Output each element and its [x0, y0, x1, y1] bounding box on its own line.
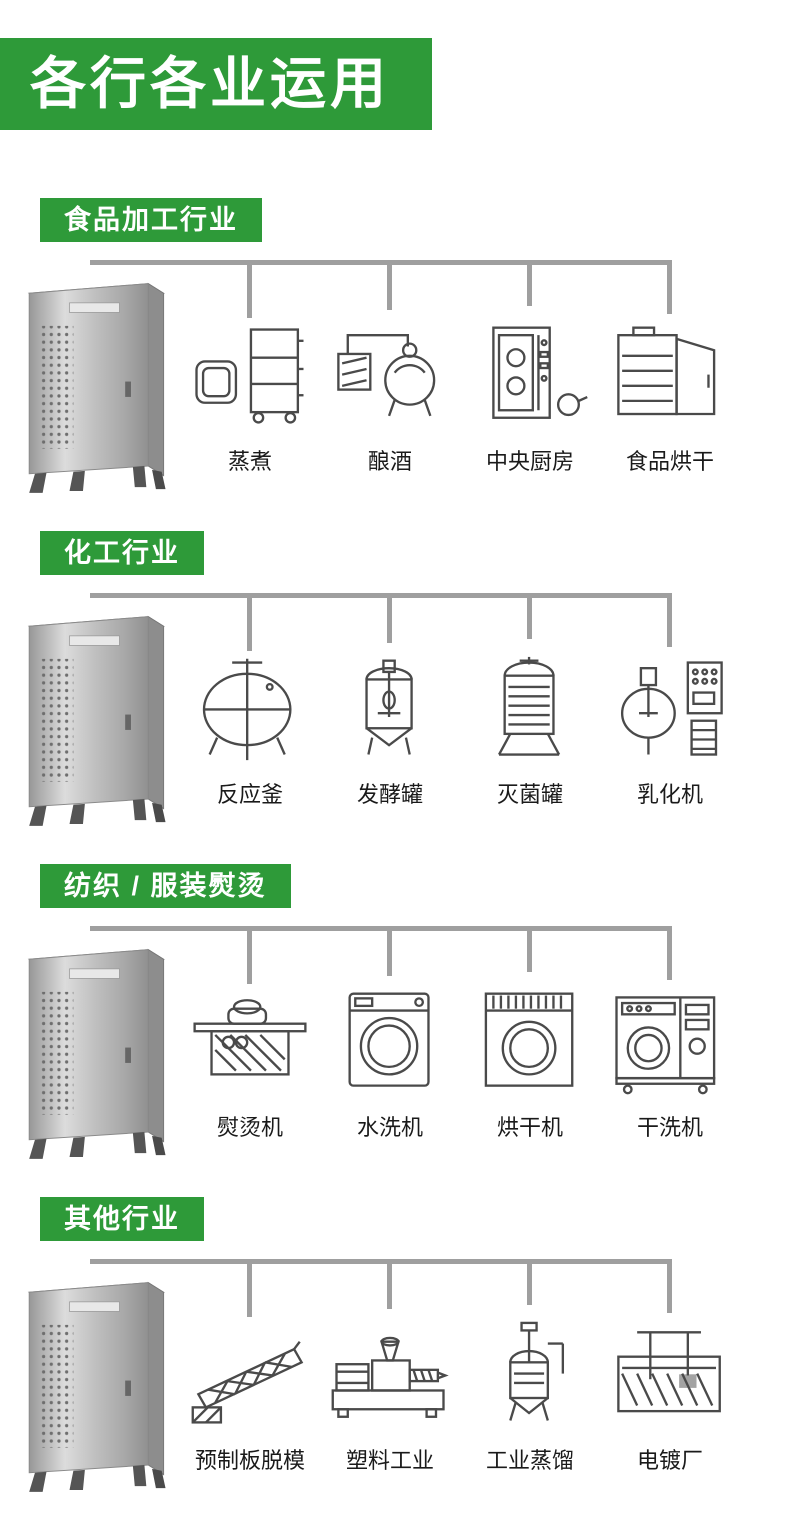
equipment-row: 熨烫机 水洗机 烘干机 干洗机	[180, 970, 740, 1142]
section-chemical: 化工行业 反应釜 发酵罐 灭菌罐 乳化机	[0, 531, 790, 834]
page-banner: 各行各业运用	[0, 38, 432, 130]
section-title-food-processing: 食品加工行业	[40, 198, 262, 242]
section-title-chemical: 化工行业	[40, 531, 204, 575]
equipment-item: 中央厨房	[460, 304, 600, 476]
section-title-text: 纺织 / 服装熨烫	[64, 871, 267, 901]
connector-drop-line	[247, 260, 252, 318]
equipment-label: 工业蒸馏	[485, 1448, 574, 1473]
section-content: 反应釜 发酵罐 灭菌罐 乳化机	[0, 589, 790, 834]
section-title-text: 其他行业	[64, 1204, 180, 1234]
connector-drop-line	[667, 260, 672, 314]
section-content: 蒸煮 酿酒 中央厨房 食品烘干	[0, 256, 790, 501]
section-other-industries: 其他行业 预制板脱模 塑料工业 工业蒸馏 电镀厂	[0, 1197, 790, 1500]
connector-horizontal-line	[90, 1259, 672, 1264]
equipment-label: 水洗机	[356, 1115, 423, 1140]
equipment-item: 工业蒸馏	[460, 1303, 600, 1475]
equipment-item: 灭菌罐	[460, 637, 600, 809]
connector-drop-line	[667, 926, 672, 980]
equipment-item: 熨烫机	[180, 970, 320, 1142]
equipment-item: 电镀厂	[600, 1303, 740, 1475]
equipment-item: 乳化机	[600, 637, 740, 809]
connector-drop-line	[527, 593, 532, 639]
equipment-label: 食品烘干	[625, 449, 714, 474]
section-content: 熨烫机 水洗机 烘干机 干洗机	[0, 922, 790, 1167]
connector-drop-line	[527, 926, 532, 972]
equipment-label: 蒸煮	[227, 449, 272, 474]
fermentation-tank-icon	[329, 645, 451, 773]
steaming-icon	[189, 312, 311, 440]
page-title: 各行各业运用	[30, 52, 390, 115]
reactor-icon	[189, 645, 311, 773]
dry-cleaning-machine-icon	[609, 978, 731, 1106]
equipment-item: 食品烘干	[600, 304, 740, 476]
equipment-item: 干洗机	[600, 970, 740, 1142]
equipment-item: 水洗机	[320, 970, 460, 1142]
steam-generator-image	[10, 270, 178, 496]
brewing-icon	[329, 312, 451, 440]
equipment-row: 预制板脱模 塑料工业 工业蒸馏 电镀厂	[180, 1303, 740, 1475]
ironing-machine-icon	[189, 978, 311, 1106]
connector-drop-line	[387, 1259, 392, 1309]
equipment-label: 干洗机	[636, 1115, 703, 1140]
connector-drop-line	[527, 260, 532, 306]
precast-demolding-icon	[189, 1311, 311, 1439]
equipment-item: 酿酒	[320, 304, 460, 476]
equipment-label: 反应釜	[216, 782, 283, 807]
equipment-label: 乳化机	[636, 782, 703, 807]
connector-drop-line	[247, 926, 252, 984]
equipment-label: 灭菌罐	[496, 782, 563, 807]
connector-drop-line	[667, 593, 672, 647]
industrial-distillation-icon	[469, 1311, 591, 1439]
connector-drop-line	[387, 260, 392, 310]
steam-generator-image	[10, 1269, 178, 1495]
section-textile-ironing: 纺织 / 服装熨烫 熨烫机 水洗机 烘干机 干洗机	[0, 864, 790, 1167]
drying-machine-icon	[469, 978, 591, 1106]
section-title-other-industries: 其他行业	[40, 1197, 204, 1241]
equipment-item: 预制板脱模	[180, 1303, 320, 1475]
equipment-label: 预制板脱模	[194, 1448, 305, 1473]
connector-horizontal-line	[90, 593, 672, 598]
washing-machine-icon	[329, 978, 451, 1106]
plastics-industry-icon	[329, 1311, 451, 1439]
equipment-item: 发酵罐	[320, 637, 460, 809]
equipment-label: 发酵罐	[356, 782, 423, 807]
section-title-text: 食品加工行业	[64, 205, 238, 235]
equipment-label: 酿酒	[367, 449, 412, 474]
equipment-item: 反应釜	[180, 637, 320, 809]
connector-horizontal-line	[90, 926, 672, 931]
equipment-item: 蒸煮	[180, 304, 320, 476]
sterilization-tank-icon	[469, 645, 591, 773]
central-kitchen-icon	[469, 312, 591, 440]
emulsifier-icon	[609, 645, 731, 773]
equipment-item: 烘干机	[460, 970, 600, 1142]
equipment-label: 中央厨房	[485, 449, 574, 474]
connector-drop-line	[527, 1259, 532, 1305]
equipment-row: 蒸煮 酿酒 中央厨房 食品烘干	[180, 304, 740, 476]
section-title-text: 化工行业	[64, 538, 180, 568]
equipment-label: 烘干机	[496, 1115, 563, 1140]
connector-drop-line	[387, 593, 392, 643]
section-food-processing: 食品加工行业 蒸煮 酿酒 中央厨房 食品烘干	[0, 198, 790, 501]
steam-generator-image	[10, 603, 178, 829]
connector-drop-line	[387, 926, 392, 976]
equipment-label: 熨烫机	[216, 1115, 283, 1140]
equipment-label: 电镀厂	[636, 1448, 703, 1473]
connector-drop-line	[667, 1259, 672, 1313]
food-drying-icon	[609, 312, 731, 440]
equipment-label: 塑料工业	[345, 1448, 434, 1473]
equipment-row: 反应釜 发酵罐 灭菌罐 乳化机	[180, 637, 740, 809]
connector-drop-line	[247, 1259, 252, 1317]
connector-drop-line	[247, 593, 252, 651]
section-title-textile-ironing: 纺织 / 服装熨烫	[40, 864, 291, 908]
steam-generator-image	[10, 936, 178, 1162]
section-content: 预制板脱模 塑料工业 工业蒸馏 电镀厂	[0, 1255, 790, 1500]
connector-horizontal-line	[90, 260, 672, 265]
electroplating-icon	[609, 1311, 731, 1439]
equipment-item: 塑料工业	[320, 1303, 460, 1475]
